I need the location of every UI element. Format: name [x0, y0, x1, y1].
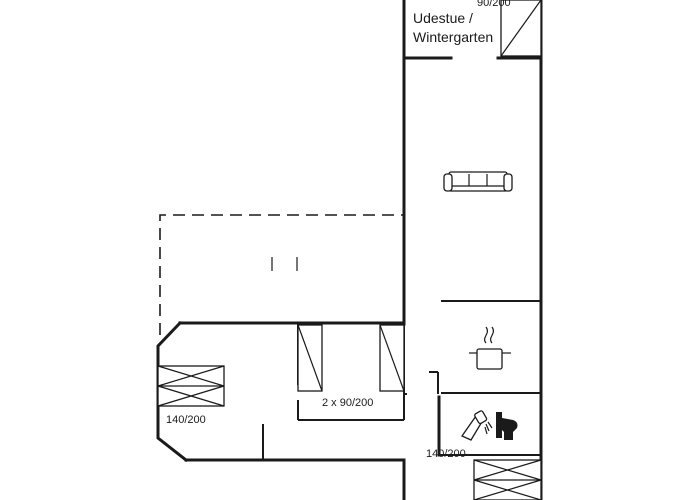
terrace-outline: [159, 214, 404, 335]
shower-icon: [461, 410, 493, 441]
conservatory-bed-label: 90/200: [477, 0, 511, 9]
conservatory-bed: [500, 0, 542, 57]
left-bed: [157, 365, 225, 407]
room-label-conservatory-line2: Wintergarten: [413, 29, 493, 45]
room-label-conservatory-line1: Udestue /: [413, 10, 473, 26]
twin-beds-label: 2 x 90/200: [322, 397, 373, 409]
sofa-icon: [443, 171, 513, 192]
twin-beds: [297, 324, 405, 392]
bottom-bed-label: 140/200: [426, 448, 466, 460]
exterior-walls: [156, 0, 543, 500]
bottom-bed: [473, 459, 542, 500]
left-bed-label: 140/200: [166, 414, 206, 426]
toilet-icon: [496, 412, 518, 440]
cooking-pot-icon: [469, 326, 511, 370]
